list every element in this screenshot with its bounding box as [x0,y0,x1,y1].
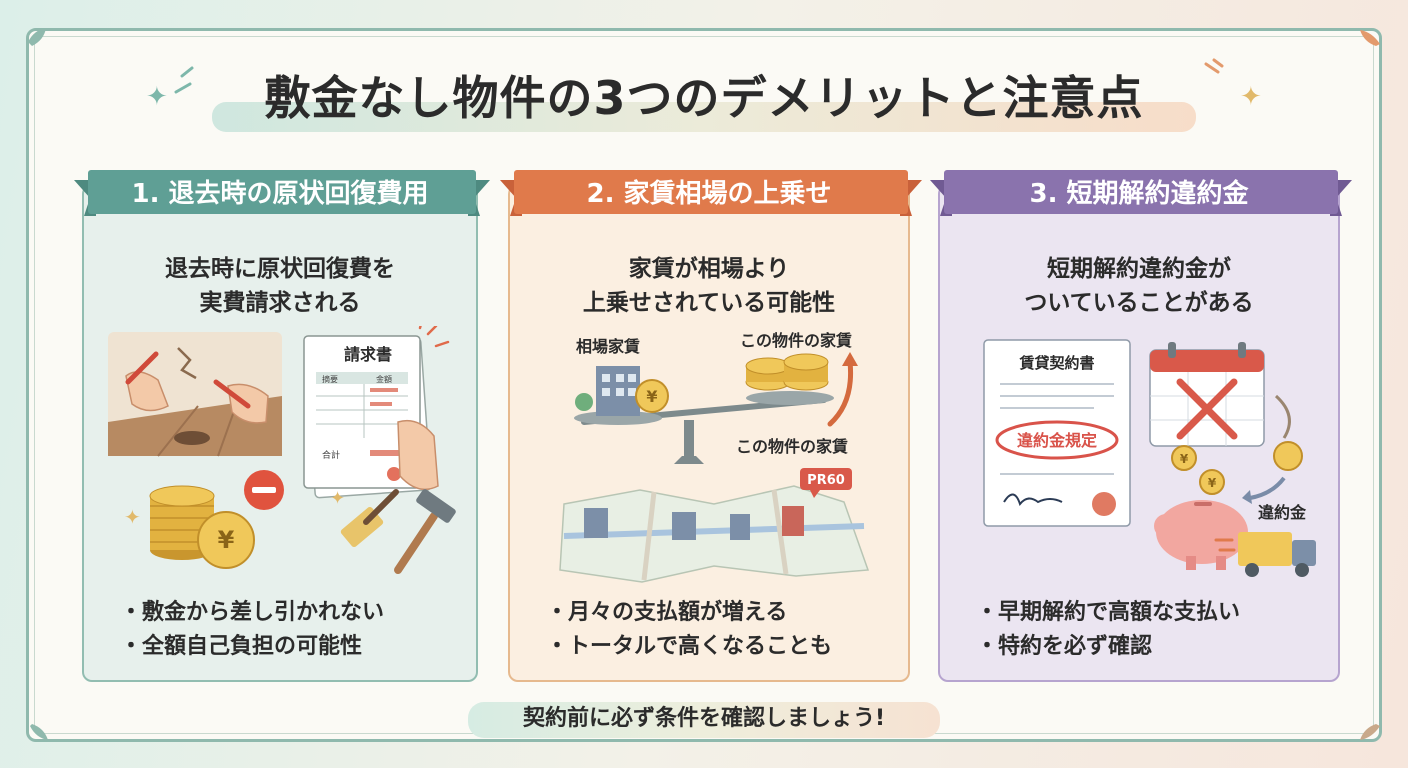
svg-text:¥: ¥ [218,526,235,554]
lead-line: 実費請求される [199,290,361,316]
sparkle-icon: ✦ [1240,82,1262,112]
accent-lines-icon [174,66,194,94]
piggy-bank-icon [1154,500,1248,570]
label-this-rent: この物件の家賃 [740,331,852,350]
panel-lead-text: 短期解約違約金が ついていることがある [940,252,1338,320]
leaf-ornament-icon [28,28,46,46]
flow-arrow-icon [1274,394,1291,439]
sparkle-icon: ✦ [330,488,345,509]
sparkle-icon: ✦ [124,505,141,529]
minus-icon [244,470,284,510]
panel-lead-text: 家賃が相場より 上乗せされている可能性 [510,252,908,320]
up-arrow-icon [827,352,858,427]
panel-heading-ribbon: 2. 家賃相場の上乗せ [500,166,922,226]
restoration-illustration: 請求書 摘要 金額 合計 [108,326,456,574]
panel-bullets: 早期解約で高額な支払い 特約を必ず確認 [976,596,1240,664]
leaf-ornament-icon [1360,30,1380,46]
panel-restoration-cost: 1. 退去時の原状回復費用 退去時に原状回復費を 実費請求される 請求書 摘要 … [74,170,490,682]
rent-scale-illustration: 相場家賃 この物件の家賃 ¥ [559,331,870,583]
title-area: 敷金なし物件の3つのデメリットと注意点 [200,66,1208,136]
panel-heading: 3. 短期解約違約金 [1029,179,1249,209]
bullet-item: 全額自己負担の可能性 [120,630,384,664]
accent-lines-icon [1204,58,1224,74]
bullet-item: 特約を必ず確認 [976,630,1240,664]
panel-bullets: 月々の支払額が増える トータルで高くなることも [546,596,832,664]
map-icon: PR60 [559,468,870,583]
lead-line: 上乗せされている可能性 [582,290,836,316]
brush-icon [340,489,399,548]
invoice-title: 請求書 [344,345,392,364]
coin-stack-icon [745,353,829,391]
ribbon-shape-icon [500,170,922,216]
invoice-col-label: 金額 [376,374,392,384]
panel-heading-ribbon: 3. 短期解約違約金 [930,166,1352,226]
svg-text:¥: ¥ [1208,476,1217,490]
svg-text:¥: ¥ [1180,452,1189,466]
contract-title: 賃貸契約書 [1018,354,1094,372]
bullet-item: 敷金から差し引かれない [120,596,384,630]
footer-note: 契約前に必ず条件を確認しましょう! [522,706,886,731]
svg-text:¥: ¥ [646,387,657,406]
bullet-item: トータルで高くなることも [546,630,832,664]
label-this-rent: この物件の家賃 [736,437,848,456]
panel-heading-ribbon: 1. 退去時の原状回復費用 [74,166,490,226]
leaf-ornament-icon [1360,724,1380,740]
lead-line: 退去時に原状回復費を [165,256,395,282]
invoice-total-label: 合計 [322,449,340,461]
lead-line: 短期解約違約金が [1047,256,1231,282]
page-title: 敷金なし物件の3つのデメリットと注意点 [264,71,1144,125]
alert-lines-icon [418,326,450,348]
ribbon-shape-icon [930,170,1352,216]
panel-bullets: 敷金から差し引かれない 全額自己負担の可能性 [120,596,384,664]
hammer-icon [394,489,456,574]
footer-highlight [468,702,940,738]
map-price-tag: PR60 [807,473,845,488]
contract-icon: 賃貸契約書 違約金規定 [983,339,1131,527]
invoice-col-label: 摘要 [322,374,338,384]
down-arrow-icon [1242,476,1286,504]
title-highlight [212,102,1196,132]
invoice-icon: 請求書 摘要 金額 合計 [303,335,439,499]
truck-icon [1214,532,1316,577]
coin-icon: ¥ [635,379,669,413]
penalty-illustration: 賃貸契約書 違約金規定 ¥ ¥ [983,339,1316,577]
building-icon [575,366,640,416]
contract-stamp: 違約金規定 [1017,431,1097,450]
label-market-rent: 相場家賃 [576,337,640,356]
panel-heading: 1. 退去時の原状回復費用 [131,179,429,209]
panel-lead-text: 退去時に原状回復費を 実費請求される [84,252,476,320]
wall-damage-icon [108,332,282,457]
coin-stack-icon: ¥ [149,485,255,569]
bullet-item: 月々の支払額が増える [546,596,832,630]
lead-line: 家賃が相場より [628,256,790,282]
lead-line: ついていることがある [1024,290,1254,316]
bullet-item: 早期解約で高額な支払い [976,596,1240,630]
panel-heading: 2. 家賃相場の上乗せ [586,179,832,209]
label-penalty: 違約金 [1258,503,1307,522]
sparkle-icon: ✦ [146,82,168,112]
ribbon-shape-icon [74,170,490,216]
coin-icon: ¥ ¥ [1171,441,1303,495]
leaf-ornament-icon [30,724,48,740]
calendar-icon [1149,342,1265,447]
panel-early-termination: 3. 短期解約違約金 短期解約違約金が ついていることがある 賃貸契約書 違約金… [930,170,1352,682]
panel-rent-markup: 2. 家賃相場の上乗せ 家賃が相場より 上乗せされている可能性 相場家賃 この物… [500,170,922,682]
